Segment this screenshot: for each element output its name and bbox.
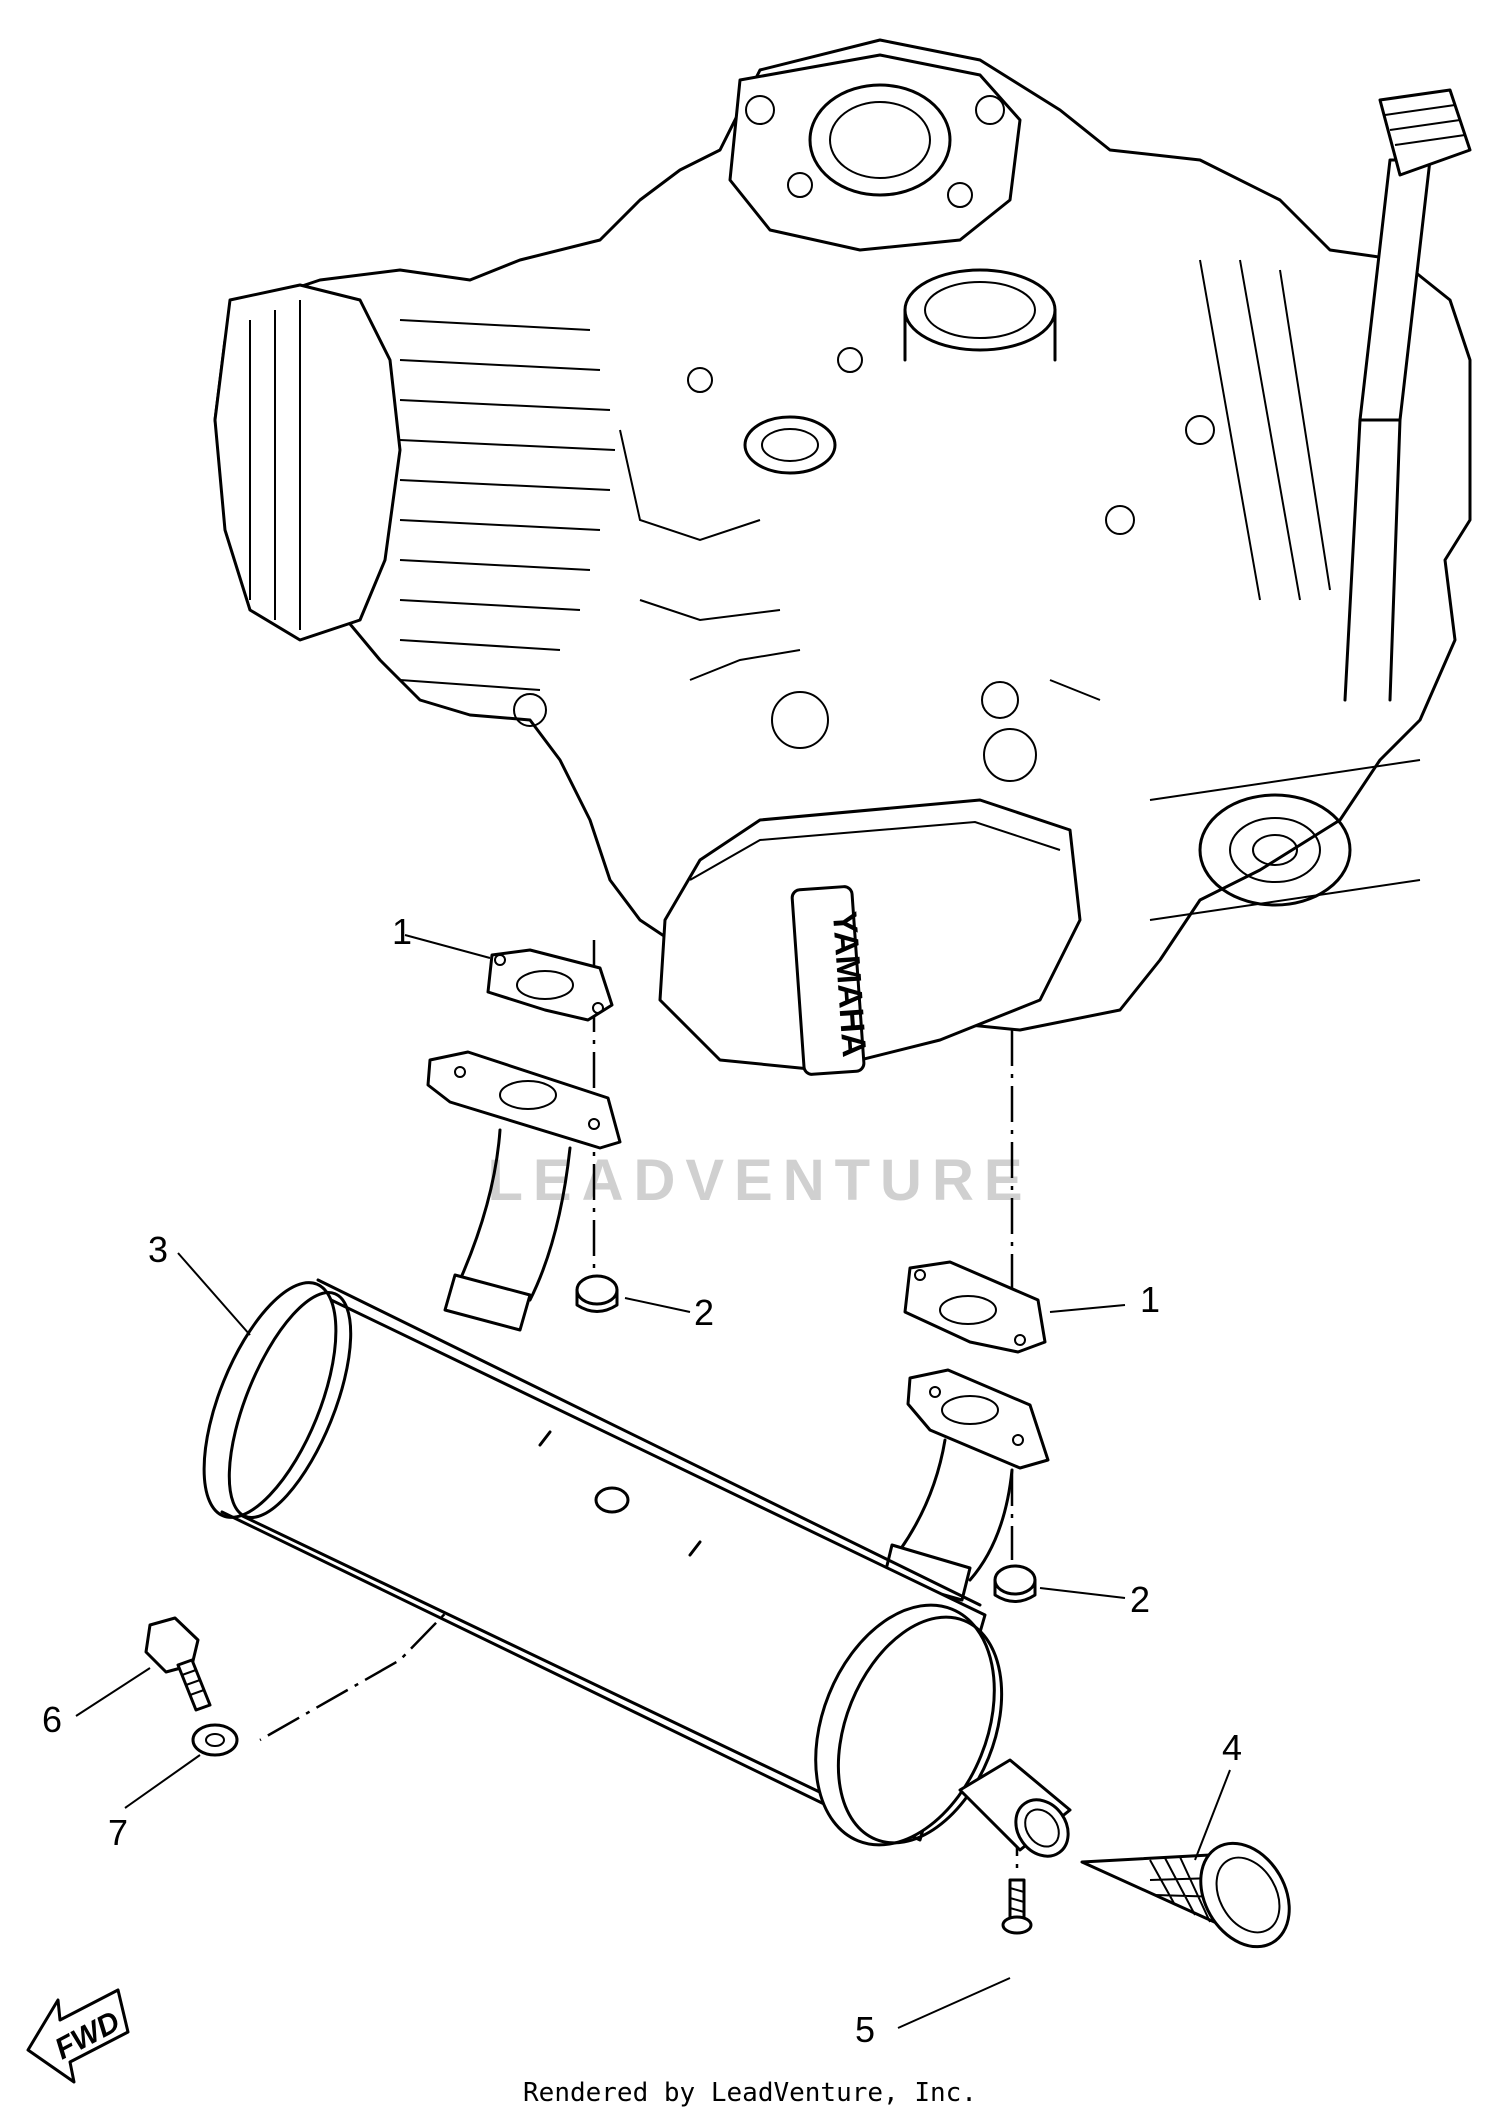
callout-bolt: 6: [42, 1699, 62, 1740]
engine-assembly: YAMAHA: [213, 38, 1472, 1076]
exhaust-flange-lower: [906, 1368, 1050, 1470]
spark-arrester: [1080, 1841, 1291, 1949]
callout-muffler: 3: [148, 1229, 168, 1270]
callout-gasket-lower: 1: [1140, 1279, 1160, 1320]
callout-numbers: 1 1 2 2 3 4 5 6 7: [42, 911, 1242, 2050]
callout-nut-right: 2: [1130, 1579, 1150, 1620]
footer-credit: Rendered by LeadVenture, Inc.: [523, 2078, 977, 2108]
callout-washer: 7: [108, 1812, 128, 1853]
dipstick: [1343, 88, 1472, 702]
callout-spark-arrester: 4: [1222, 1727, 1242, 1768]
header-pipe-right: [882, 1438, 1014, 1602]
leadventure-watermark: LEADVENTURE: [487, 1148, 1032, 1213]
header-pipe-left: [443, 1128, 572, 1332]
muffler: [202, 1278, 1072, 1858]
leader-lines: [75, 934, 1231, 2029]
yamaha-badge: YAMAHA: [790, 885, 873, 1076]
callout-screw: 5: [855, 2009, 875, 2050]
cylinder-fins-left: [399, 319, 616, 691]
callout-nut-left: 2: [694, 1292, 714, 1333]
fwd-arrow: FWD: [26, 1988, 130, 2084]
bolt: [144, 1616, 212, 1712]
gasket-upper: [486, 948, 614, 1022]
washer: [191, 1723, 239, 1757]
gasket-lower: [903, 1260, 1047, 1354]
screw: [1001, 1878, 1033, 1935]
exhaust-flange-upper: [426, 1050, 622, 1150]
nut-left: [575, 1274, 619, 1313]
callout-gasket-upper: 1: [392, 911, 412, 952]
nut-right: [993, 1564, 1037, 1603]
